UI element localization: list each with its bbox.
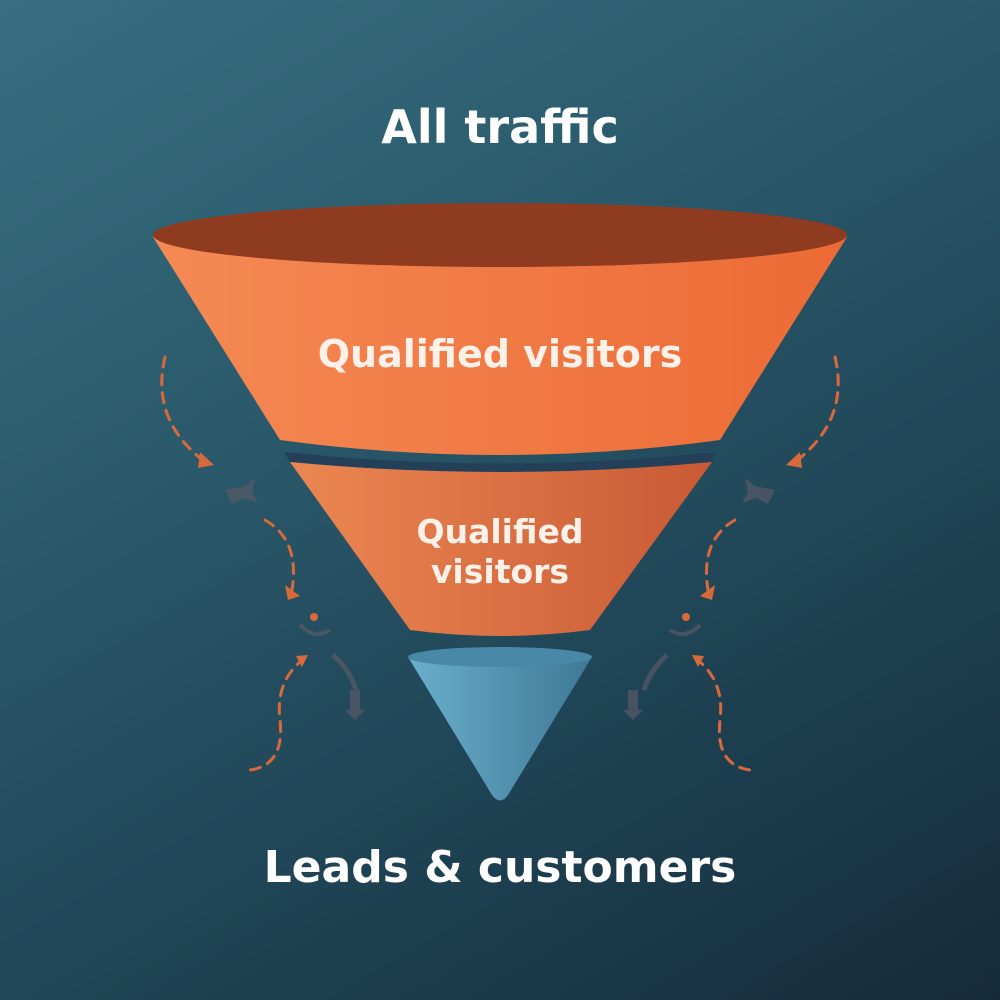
funnel-band: [284, 452, 716, 472]
title-all-traffic: All traffic: [381, 100, 619, 154]
cone-top: [408, 647, 592, 667]
bottom-label: Leads & customers: [263, 842, 737, 893]
faint-person-icons: [225, 478, 775, 720]
funnel-stage-3-cone: [408, 657, 592, 801]
left-flow-arrows: [160, 355, 307, 772]
arrowhead-icons: [198, 452, 308, 667]
arrowhead-icons-right: [692, 452, 802, 667]
stage-2-label-line1: Qualified: [416, 512, 584, 551]
funnel-rim: [153, 203, 847, 267]
stage-1-label: Qualified visitors: [317, 332, 683, 376]
person-head-icon: [682, 613, 690, 621]
right-flow-arrows: [693, 355, 840, 772]
funnel-stage-1: [153, 237, 847, 455]
person-head-icon: [310, 613, 318, 621]
stage-2-label: Qualified visitors: [0, 512, 1000, 592]
stage-2-label-line2: visitors: [430, 552, 570, 591]
funnel-stage-2: [290, 462, 712, 636]
